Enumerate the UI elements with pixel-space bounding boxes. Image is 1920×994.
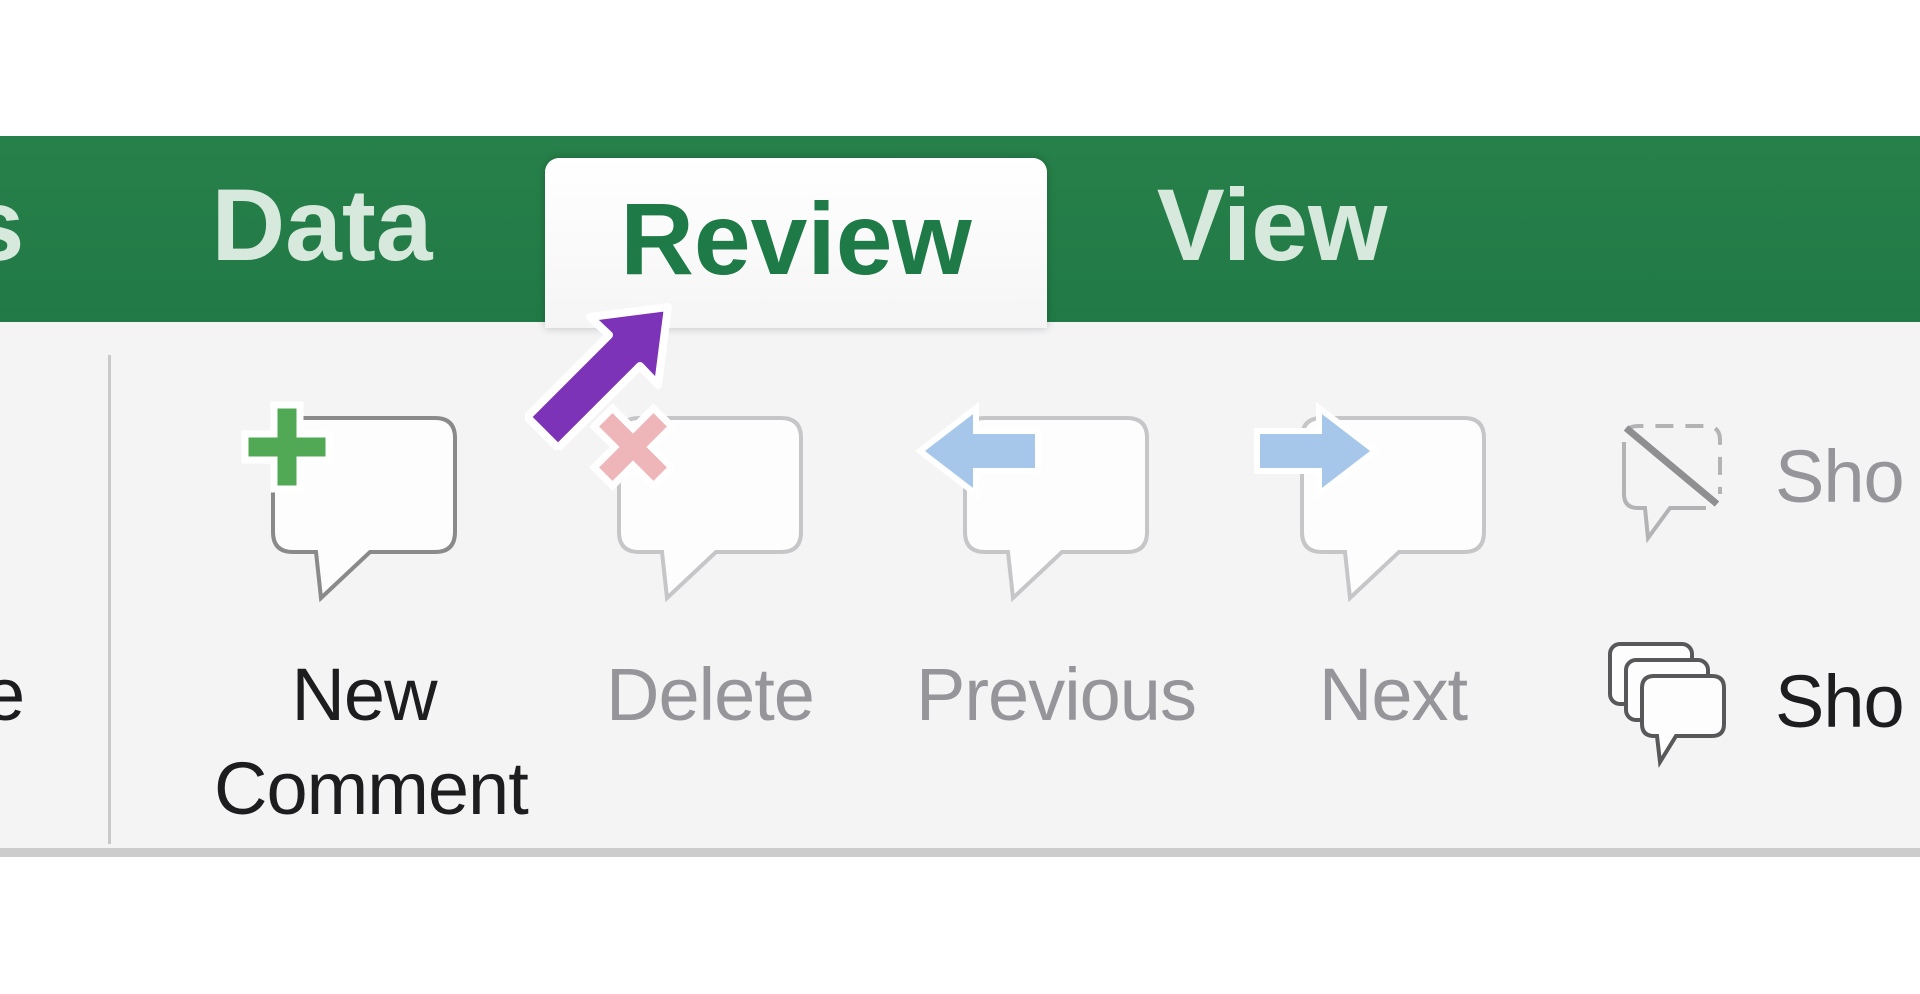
delete-comment-icon <box>589 403 803 603</box>
tab-review-label: Review <box>620 182 972 296</box>
next-comment-icon <box>1254 401 1486 603</box>
previous-comment-icon <box>915 401 1149 603</box>
new-comment-label: New Comment <box>214 653 529 830</box>
new-comment-icon <box>241 401 457 603</box>
next-comment-label: Next <box>1318 653 1468 736</box>
delete-comment-label: Delete <box>606 653 815 736</box>
mouse-cursor-arrow-icon <box>525 303 672 450</box>
tab-formulas-clipped[interactable]: s <box>0 170 36 280</box>
ribbon-bottom-border <box>0 848 1920 857</box>
clipped-button-label: e <box>0 653 26 736</box>
ribbon-group-divider <box>108 355 111 844</box>
arrow-left-icon <box>915 401 1041 501</box>
show-hide-comment-label: Sho <box>1775 435 1905 518</box>
show-comments-icon <box>1608 642 1726 768</box>
previous-comment-label: Previous <box>916 653 1197 736</box>
arrow-right-icon <box>1254 401 1380 501</box>
show-comments-label: Sho <box>1775 660 1905 743</box>
slash-icon <box>1623 425 1720 507</box>
show-hide-comment-icon <box>1622 424 1722 544</box>
plus-icon <box>241 401 333 493</box>
tab-view[interactable]: View <box>1156 168 1388 282</box>
tab-review[interactable]: Review <box>545 158 1047 328</box>
x-icon <box>589 403 677 491</box>
tab-data[interactable]: Data <box>211 168 433 282</box>
